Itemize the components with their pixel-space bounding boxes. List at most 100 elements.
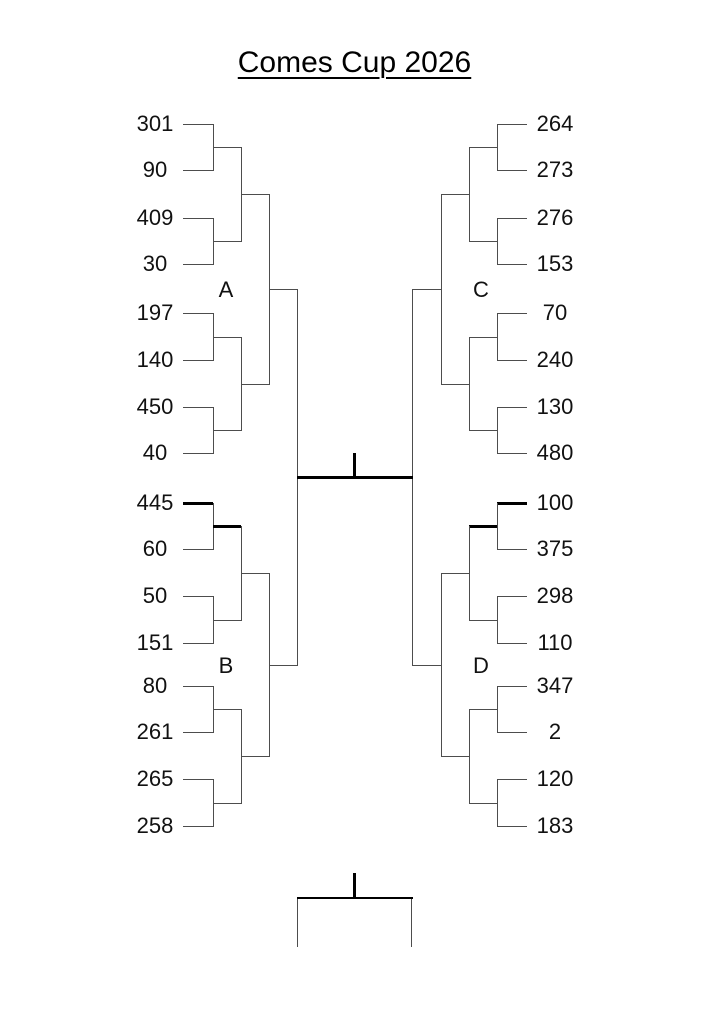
team-line [497,732,527,733]
round2-winner-line [241,756,269,757]
round1-winner-line [213,525,241,528]
team-line [183,453,213,454]
round2-winner-line [441,194,469,195]
section-label: C [473,277,489,302]
team-label: 50 [142,583,168,608]
round2-winner-line [441,384,469,385]
round2-winner-line [441,756,469,757]
page-title: Comes Cup 2026 [237,46,472,79]
team-label: 258 [136,813,174,838]
round3-connector [441,194,442,385]
team-line [497,643,527,644]
team-line [183,170,213,171]
team-line [497,264,527,265]
team-label: 120 [536,766,574,791]
team-label: 197 [136,300,174,325]
round1-connector [497,313,498,361]
section-winner-line [412,665,441,666]
team-label: 480 [536,440,574,465]
team-line [497,124,527,125]
round1-winner-line [469,709,497,710]
team-line [183,313,213,314]
round1-winner-line [213,147,241,148]
team-line [183,686,213,687]
team-label: 130 [536,394,574,419]
team-line [497,502,527,505]
team-line [183,360,213,361]
team-line [183,218,213,219]
team-line [497,686,527,687]
round2-winner-line [441,573,469,574]
round2-winner-line [241,384,269,385]
team-label: 140 [136,347,174,372]
round2-connector [469,337,470,431]
team-line [497,360,527,361]
team-label: 100 [536,490,574,515]
team-line [183,779,213,780]
team-label: 30 [142,251,168,276]
round1-connector [497,779,498,827]
team-label: 375 [536,536,574,561]
round1-winner-line [469,430,497,431]
round1-connector [497,596,498,644]
final-tick [353,453,356,477]
team-label: 90 [142,157,168,182]
team-line [497,596,527,597]
winner-box-side-line [297,899,298,947]
round1-winner-line [213,803,241,804]
team-line [497,170,527,171]
team-line [497,313,527,314]
section-label: D [473,653,489,678]
team-label: 301 [136,111,174,136]
team-label: 40 [142,440,168,465]
team-line [497,826,527,827]
winner-tick [353,873,356,898]
round2-connector [469,147,470,242]
round1-connector [497,503,498,550]
team-line [183,264,213,265]
round1-connector [497,686,498,733]
round2-winner-line [241,573,269,574]
team-label: 261 [136,719,174,744]
team-label: 240 [536,347,574,372]
round1-winner-line [469,620,497,621]
team-line [497,549,527,550]
round1-connector [497,218,498,265]
team-line [497,779,527,780]
team-line [183,502,213,505]
round2-connector [469,709,470,804]
team-line [183,732,213,733]
round1-connector [497,124,498,171]
round1-connector [497,407,498,454]
team-label: 264 [536,111,574,136]
round2-connector [469,526,470,621]
winner-box-top-line [297,897,413,899]
section-winner-line [269,289,297,290]
round1-winner-line [469,525,497,528]
round1-winner-line [213,337,241,338]
team-line [183,643,213,644]
round1-winner-line [213,709,241,710]
section-label: B [218,653,234,678]
round1-winner-line [469,803,497,804]
round2-winner-line [241,194,269,195]
round1-winner-line [213,241,241,242]
team-line [183,549,213,550]
team-line [497,407,527,408]
round3-connector [441,573,442,757]
team-label: 265 [136,766,174,791]
final-line [297,476,413,479]
team-label: 110 [537,630,573,655]
team-label: 298 [536,583,574,608]
team-label: 80 [142,673,168,698]
team-label: 347 [536,673,574,698]
section-label: A [218,277,234,302]
team-label: 450 [136,394,174,419]
team-line [497,218,527,219]
section-winner-line [412,289,441,290]
team-label: 153 [536,251,574,276]
team-label: 276 [536,205,574,230]
team-line [497,453,527,454]
winner-box-side-line [411,899,412,947]
